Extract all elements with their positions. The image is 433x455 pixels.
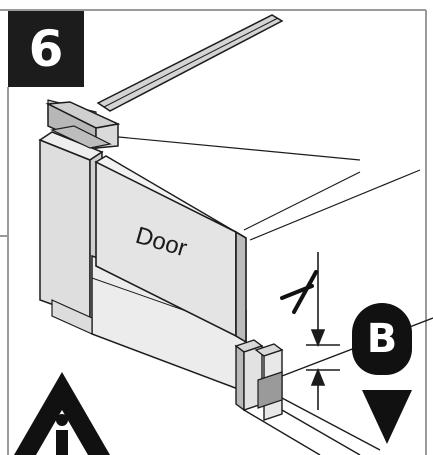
top-rail [96, 14, 284, 112]
frame-border [0, 9, 427, 455]
gap-dimension-arrows [306, 252, 340, 410]
rear-guide-lines [107, 135, 421, 241]
callout-letter-badge: B [352, 303, 412, 375]
base-blocks [234, 339, 284, 421]
no-gap-symbol-icon [280, 270, 318, 314]
step-number-badge: 6 [8, 11, 84, 87]
door-panel [94, 155, 247, 344]
direction-arrow-icon [362, 390, 412, 444]
corner-block [45, 101, 121, 150]
warning-triangle-icon [14, 372, 110, 455]
